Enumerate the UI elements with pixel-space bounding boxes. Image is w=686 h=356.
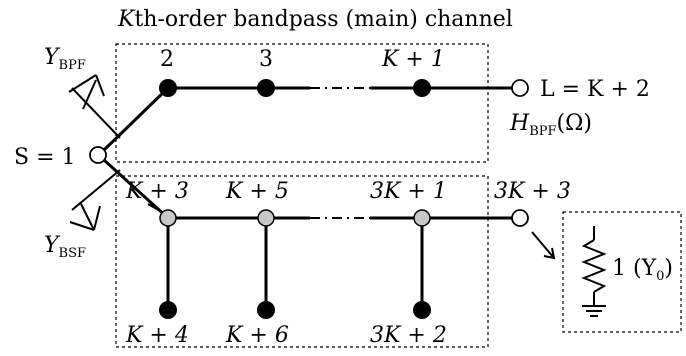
bsf-node-label-k5: K + 5 xyxy=(225,179,289,204)
bsf-node-label-3k3: 3K + 3 xyxy=(494,179,571,204)
bpf-channel-box xyxy=(115,43,489,163)
y-bsf-reference-line xyxy=(71,169,121,211)
bpf-node-label-3: 3 xyxy=(259,47,273,72)
bsf-channel-box xyxy=(115,175,489,348)
h-bpf-label: HBPF(Ω) xyxy=(509,111,592,139)
y-bpf-arrow-shaft xyxy=(82,79,97,110)
source-to-node-2-coupling xyxy=(102,86,170,152)
y-bsf-arrow-shaft xyxy=(79,201,95,231)
bsf-node-label-k3: K + 3 xyxy=(125,179,189,204)
load-label: L = K + 2 xyxy=(540,77,650,102)
bsf-node-label-3k1: 3K + 1 xyxy=(370,179,447,204)
source-node xyxy=(89,146,107,164)
output-arrow-shaft xyxy=(531,231,555,259)
bpf-node-3 xyxy=(257,79,275,97)
bsf-node-label-3k2: 3K + 2 xyxy=(370,323,447,348)
bsf-node-k6 xyxy=(257,301,275,319)
resistor-label: 1 (Y0) xyxy=(612,256,673,284)
source-label: S = 1 xyxy=(14,145,76,170)
bpf-node-2 xyxy=(159,79,177,97)
bsf-node-label-k6: K + 6 xyxy=(225,323,289,348)
y-bpf-label: YBPF xyxy=(44,45,86,73)
y-bsf-arrow-head xyxy=(69,221,95,231)
y-bsf-arrow-head-2 xyxy=(93,205,101,231)
bsf-node-k5 xyxy=(257,209,275,227)
bsf-node-k4 xyxy=(159,301,177,319)
bpf-node-k1 xyxy=(413,79,431,97)
bsf-node-label-k4: K + 4 xyxy=(125,323,189,348)
bpf-node-label-2: 2 xyxy=(160,47,174,72)
load-resistor-box xyxy=(562,211,682,333)
diagram-title: Kth-order bandpass (main) channel xyxy=(117,7,513,32)
k3-pointer-arrow xyxy=(147,203,163,213)
bsf-node-3k3 xyxy=(511,209,529,227)
resistor-symbol xyxy=(581,226,607,317)
bpf-node-label-k1: K + 1 xyxy=(381,47,445,72)
bsf-node-k3 xyxy=(159,209,177,227)
output-arrow-head xyxy=(543,247,556,260)
y-bsf-label: YBSF xyxy=(44,233,86,261)
bsf-node-3k1 xyxy=(413,209,431,227)
bsf-node-3k2 xyxy=(413,301,431,319)
y-bpf-arrow-head-2 xyxy=(95,74,105,97)
load-node xyxy=(511,79,529,97)
y-bpf-reference-line xyxy=(71,87,121,139)
